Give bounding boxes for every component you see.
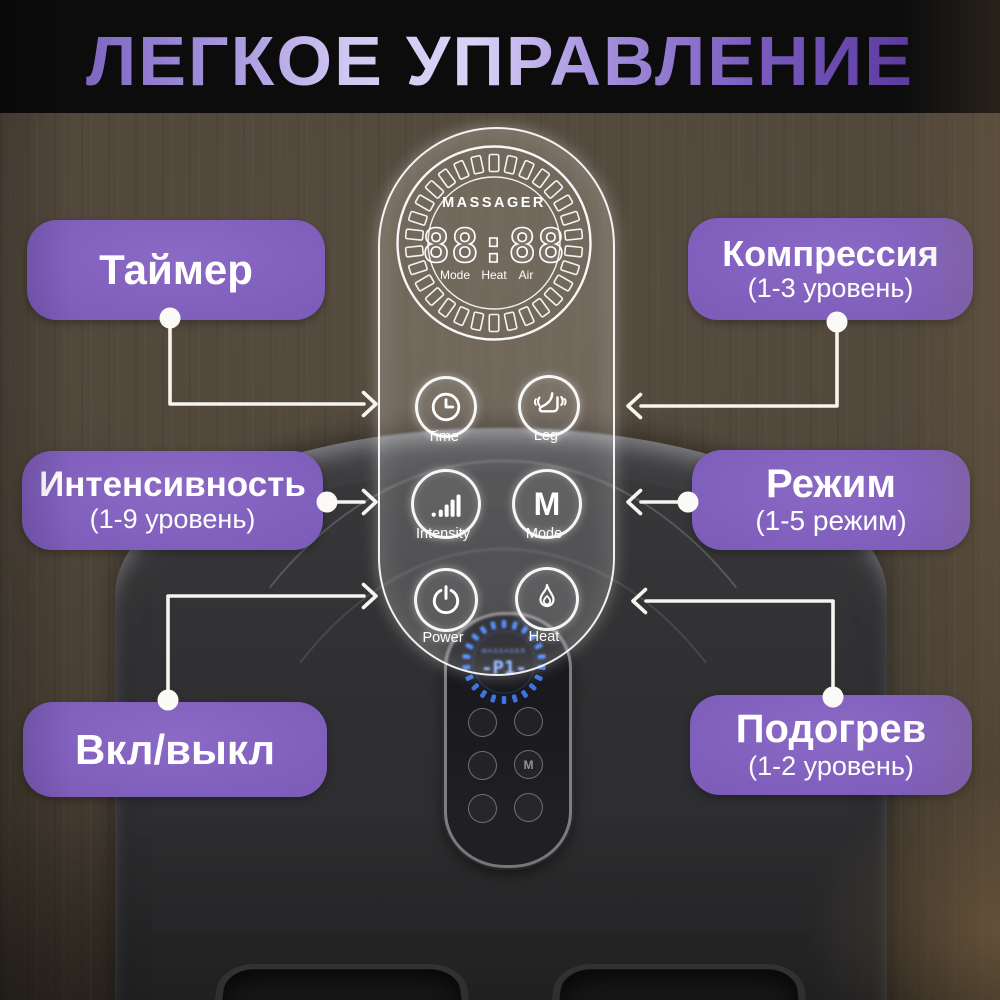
callout-intensity-title: Интенсивность <box>39 465 306 505</box>
leg-air-icon <box>533 392 567 413</box>
callout-compression-title: Компрессия <box>722 233 939 275</box>
intensity-bars-icon <box>431 494 461 517</box>
page-title-text: ЛЕГКОЕ УПРАВЛЕНИЕ <box>86 22 914 100</box>
display-brand: MASSAGER <box>442 195 546 211</box>
power-button-label: Power <box>422 630 464 646</box>
flame-icon <box>539 583 555 608</box>
page-title: ЛЕГКОЕ УПРАВЛЕНИЕ <box>86 22 914 100</box>
callout-heat: Подогрев (1-2 уровень) <box>690 695 972 795</box>
intensity-button[interactable] <box>411 469 481 539</box>
display-indicator-mode: Mode <box>440 268 470 282</box>
display-digits: 88:88 <box>422 219 565 273</box>
power-icon <box>432 585 460 615</box>
callout-mode-title: Режим <box>766 461 896 506</box>
callout-compression: Компрессия (1-3 уровень) <box>688 218 973 320</box>
callout-intensity-subtitle: (1-9 уровень) <box>89 503 256 534</box>
heat-button[interactable] <box>515 567 579 631</box>
device-mode-button: M <box>514 750 543 779</box>
left-foot-well <box>191 964 493 1000</box>
display-indicator-air: Air <box>519 268 534 282</box>
device-time-button <box>468 708 497 737</box>
mode-button[interactable]: M <box>512 469 582 539</box>
title-banner: ЛЕГКОЕ УПРАВЛЕНИЕ <box>0 0 1000 113</box>
callout-heat-title: Подогрев <box>735 707 927 752</box>
letter-m-icon: M <box>533 486 561 522</box>
massager-display: MASSAGER 88:88 Mode Heat Air <box>396 145 592 341</box>
device-heat-button <box>514 793 543 822</box>
leg-button[interactable] <box>518 375 580 437</box>
time-button-label: Time <box>427 429 459 445</box>
callout-intensity: Интенсивность (1-9 уровень) <box>22 451 323 550</box>
callout-power: Вкл/выкл <box>23 702 327 797</box>
callout-compression-subtitle: (1-3 уровень) <box>747 272 914 303</box>
right-foot-well <box>528 964 830 1000</box>
time-button[interactable] <box>415 376 477 438</box>
clock-icon <box>431 392 461 422</box>
display-indicator-heat: Heat <box>481 268 507 282</box>
heat-button-label: Heat <box>528 629 560 645</box>
callout-heat-subtitle: (1-2 уровень) <box>748 750 914 781</box>
power-button[interactable] <box>414 568 478 632</box>
intensity-button-label: Intensity <box>416 526 470 542</box>
device-intensity-button <box>468 751 497 780</box>
device-leg-button <box>514 707 543 736</box>
leg-button-label: Leg <box>533 428 559 444</box>
callout-power-title: Вкл/выкл <box>74 725 276 773</box>
device-power-button <box>468 794 497 823</box>
callout-timer: Таймер <box>27 220 325 320</box>
callout-mode: Режим (1-5 режим) <box>692 450 970 550</box>
callout-mode-subtitle: (1-5 режим) <box>755 505 907 537</box>
callout-timer-title: Таймер <box>99 246 253 294</box>
mode-button-label: Mode <box>525 526 563 542</box>
